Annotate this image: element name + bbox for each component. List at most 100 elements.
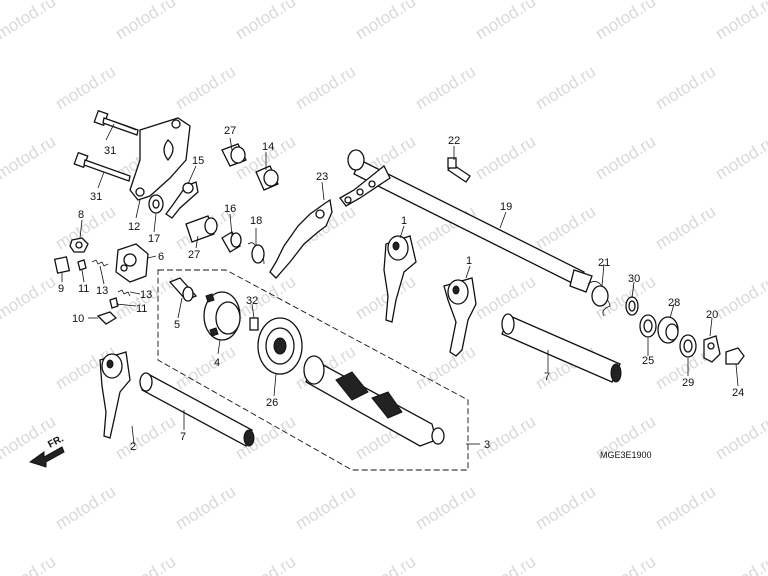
callout: 1 xyxy=(466,255,472,267)
watermark-text: motod.ru xyxy=(352,0,419,43)
circlip-30 xyxy=(625,296,639,316)
callout: 30 xyxy=(628,273,640,285)
spring-13-upper xyxy=(91,259,109,267)
callout: 13 xyxy=(140,289,152,301)
bolt-upper xyxy=(93,109,139,136)
watermark-text: motod.ru xyxy=(592,552,659,576)
watermark-text: motod.ru xyxy=(532,62,599,114)
callout: 4 xyxy=(214,357,220,369)
callout: 27 xyxy=(224,125,236,137)
shift-fork-1-right xyxy=(443,277,477,357)
watermark-text: motod.ru xyxy=(172,482,239,534)
watermark-text: motod.ru xyxy=(652,482,719,534)
watermark-text: motod.ru xyxy=(292,62,359,114)
callout: 3 xyxy=(484,439,490,451)
link-10 xyxy=(96,311,118,325)
fork-shaft-7-right xyxy=(501,313,622,383)
callout: 2 xyxy=(130,441,136,453)
pin-11-upper xyxy=(77,259,87,271)
callout: 14 xyxy=(262,141,274,153)
watermark-text: motod.ru xyxy=(112,412,179,464)
watermark-text: motod.ru xyxy=(292,482,359,534)
watermark-text: motod.ru xyxy=(232,0,299,43)
callout: 25 xyxy=(642,355,654,367)
watermark-text: motod.ru xyxy=(112,552,179,576)
spring-13-lower xyxy=(117,289,131,297)
callout: 21 xyxy=(598,257,610,269)
callout: 23 xyxy=(316,171,328,183)
shift-fork-1-left xyxy=(383,235,417,323)
shift-fork-shaft-19 xyxy=(347,149,593,293)
callout: 18 xyxy=(250,215,262,227)
watermark-text: motod.ru xyxy=(0,0,59,43)
callout: 6 xyxy=(158,251,164,263)
callout: 15 xyxy=(192,155,204,167)
watermark-text: motod.ru xyxy=(712,132,768,184)
callout: 17 xyxy=(148,233,160,245)
watermark-text: motod.ru xyxy=(52,62,119,114)
watermark-text: motod.ru xyxy=(532,202,599,254)
watermark-text: motod.ru xyxy=(532,482,599,534)
watermark-text: motod.ru xyxy=(412,482,479,534)
callout: 11 xyxy=(136,303,147,315)
watermark-text: motod.ru xyxy=(472,552,539,576)
callout: 32 xyxy=(246,295,258,307)
shift-fork-2 xyxy=(99,351,131,439)
watermark-text: motod.ru xyxy=(232,272,299,324)
watermark-text: motod.ru xyxy=(472,132,539,184)
bolt-5 xyxy=(168,277,198,302)
watermark-text: motod.ru xyxy=(412,342,479,394)
callout: 13 xyxy=(96,285,108,297)
pin-11-lower xyxy=(109,297,119,309)
watermark-text: motod.ru xyxy=(52,482,119,534)
watermark-text: motod.ru xyxy=(352,552,419,576)
bolt-lower xyxy=(73,151,131,182)
watermark-text: motod.ru xyxy=(712,412,768,464)
watermark-text: motod.ru xyxy=(592,0,659,43)
joint-6 xyxy=(115,243,149,283)
watermark-text: motod.ru xyxy=(712,552,768,576)
watermark-text: motod.ru xyxy=(0,272,59,324)
assembly-group-outline xyxy=(157,269,469,471)
watermark-text: motod.ru xyxy=(712,272,768,324)
callout: 12 xyxy=(128,221,140,233)
callout: 26 xyxy=(266,397,278,409)
callout: 9 xyxy=(58,283,64,295)
callout: 22 xyxy=(448,135,460,147)
pin-16 xyxy=(221,231,242,253)
bolt-24 xyxy=(725,347,745,365)
washer-25 xyxy=(639,314,657,338)
bracket-plate xyxy=(129,117,191,201)
fork-shaft-7-left xyxy=(139,372,255,447)
spring-21 xyxy=(587,281,611,317)
washer-29 xyxy=(679,334,697,358)
callout: 20 xyxy=(706,309,718,321)
watermark-text: motod.ru xyxy=(472,0,539,43)
callout: 31 xyxy=(90,191,102,203)
callout: 16 xyxy=(224,203,236,215)
callout: 24 xyxy=(732,387,744,399)
clip-9 xyxy=(53,256,71,274)
collar-27-upper xyxy=(221,143,247,167)
shift-drum-3 xyxy=(303,355,445,447)
callout: 5 xyxy=(174,319,180,331)
collar-14 xyxy=(255,165,279,191)
callout: 8 xyxy=(78,209,84,221)
watermark-text: motod.ru xyxy=(472,412,539,464)
watermark-text: motod.ru xyxy=(712,0,768,43)
callout: 7 xyxy=(544,371,550,383)
shaft-arm xyxy=(339,164,391,207)
nut-8 xyxy=(69,237,89,253)
shift-arm-23 xyxy=(269,198,333,279)
callout: 11 xyxy=(78,283,89,295)
callout: 10 xyxy=(72,313,84,325)
watermark-text: motod.ru xyxy=(652,62,719,114)
gear-4 xyxy=(203,291,241,341)
watermark-text: motod.ru xyxy=(172,342,239,394)
watermark-text: motod.ru xyxy=(652,202,719,254)
bearing-28 xyxy=(657,316,679,344)
watermark-text: motod.ru xyxy=(112,0,179,43)
callout: 7 xyxy=(180,431,186,443)
watermark-text: motod.ru xyxy=(172,62,239,114)
